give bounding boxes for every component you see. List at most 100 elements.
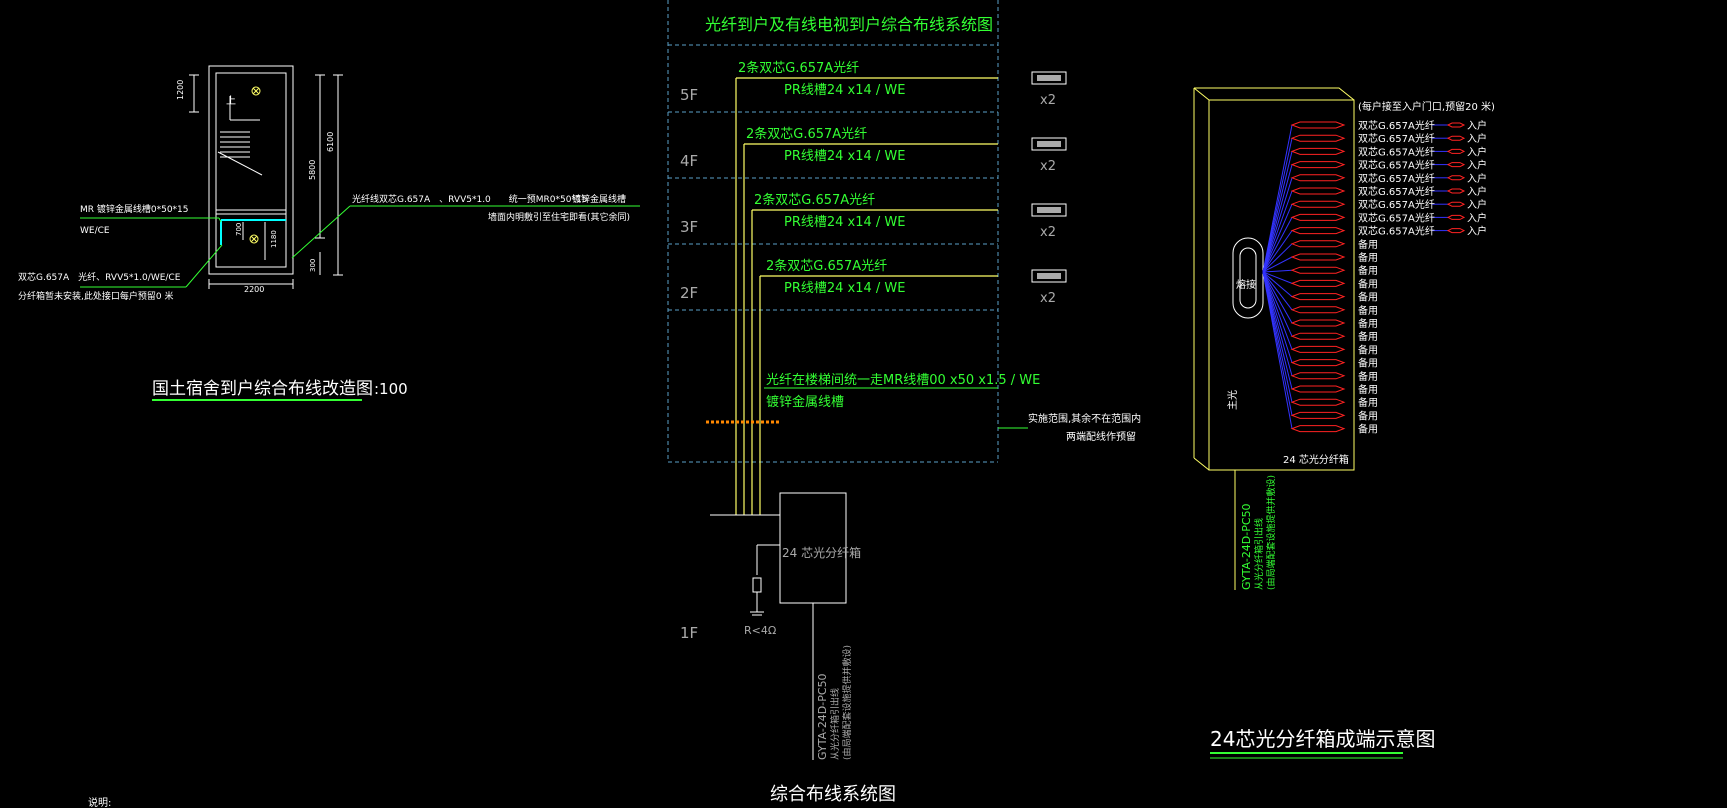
floor-plan-drawing: 1200 5800 6100 700 1180 300 2200 上 MR 镀锌… [18, 65, 640, 401]
fiber-line [1262, 269, 1293, 273]
connector-icon [1290, 187, 1346, 195]
fiber-row-label: 双芯G.657A光纤 [1358, 159, 1435, 172]
floor-label: 3F [680, 218, 698, 236]
connector-icon [1290, 227, 1346, 235]
fiber-row-label: 双芯G.657A光纤 [1358, 172, 1435, 185]
box-label: 24 芯光分纤箱 [1283, 453, 1349, 466]
connector-icon [1446, 214, 1466, 220]
fiber-line [1262, 271, 1293, 337]
stair-treads [217, 96, 263, 176]
fiber-row-label: 双芯G.657A光纤 [1358, 185, 1435, 198]
connector-icon [1290, 200, 1346, 208]
ruhu-label: 入户 [1467, 198, 1487, 211]
connector-icon [1446, 175, 1466, 181]
lamp-icon [249, 234, 259, 244]
socket-icon [1031, 71, 1067, 85]
mr-tray-label: MR 镀锌金属线槽0*50*15 [80, 203, 189, 215]
connector-icon [1290, 411, 1346, 419]
floor-duct-label: PR线槽24 x14 / WE [784, 83, 906, 98]
fiber-row-label: 双芯G.657A光纤 [1358, 225, 1435, 238]
wall-note: 墙面内明敷引至住宅即看(其它余同) [488, 211, 630, 223]
tray-label: 镀锌金属线槽 [572, 193, 626, 205]
ruhu-label: 入户 [1467, 225, 1487, 238]
dim-300: 300 [309, 259, 317, 272]
connector-icon [1446, 201, 1466, 207]
connector-icon [1290, 332, 1346, 340]
dim-6100: 6100 [326, 132, 335, 152]
spare-label: 备用 [1358, 409, 1378, 422]
spare-label: 备用 [1358, 291, 1378, 304]
socket-count: x2 [1040, 159, 1056, 174]
fiber-row-label: 双芯G.657A光纤 [1358, 119, 1435, 132]
center-cable-label-2: 从光分纤箱引出线 [829, 688, 841, 760]
spare-label: 备用 [1358, 383, 1378, 396]
floor-duct-label: PR线槽24 x14 / WE [784, 149, 906, 164]
connector-icon [1446, 162, 1466, 168]
fiber-row-label: 双芯G.657A光纤 [1358, 198, 1435, 211]
splice-loop [1232, 237, 1264, 319]
fiber-note-2: 分纤箱暂未安装,此处接口每户预留0 米 [18, 290, 173, 302]
building-outline [667, 0, 999, 463]
fiber-row-label: 双芯G.657A光纤 [1358, 132, 1435, 145]
dim-5800: 5800 [308, 160, 317, 180]
spare-label: 备用 [1358, 264, 1378, 277]
plan-title: 国土宿舍到户综合布线改造图 [152, 379, 373, 399]
fiber-line [1262, 271, 1293, 376]
spare-label: 备用 [1358, 396, 1378, 409]
fiber-line [1262, 230, 1293, 273]
fiber-line [1262, 271, 1293, 363]
fiber-line [1262, 151, 1293, 273]
connector-icon [1290, 253, 1346, 261]
fiber-row-label: 双芯G.657A光纤 [1358, 145, 1435, 158]
connector-icon [1446, 188, 1466, 194]
socket-icon [1031, 203, 1067, 217]
connector-icon [1290, 319, 1346, 327]
fiber-line [1262, 204, 1293, 273]
fiber-line [1262, 271, 1293, 429]
spare-label: 备用 [1358, 343, 1378, 356]
socket-icon [1031, 269, 1067, 283]
right-title: 24芯光分纤箱成端示意图 [1210, 727, 1435, 751]
ruhu-label: 入户 [1467, 132, 1487, 145]
floor-label: 2F [680, 284, 698, 302]
floor-fiber-label: 2条双芯G.657A光纤 [766, 258, 887, 274]
ruhu-label: 入户 [1467, 211, 1487, 224]
ruhu-label: 入户 [1467, 185, 1487, 198]
system-diagram: 光纤到户及有线电视到户综合布线系统图 5F 2条双芯G.657A光纤 PR线槽2… [667, 0, 1141, 805]
connector-icon [1290, 147, 1346, 155]
dimension-lines [189, 74, 343, 289]
ground-resistance: R<4Ω [744, 624, 776, 637]
spare-label: 备用 [1358, 330, 1378, 343]
connector-icon [1290, 240, 1346, 248]
connector-icon [1290, 174, 1346, 182]
fiber-line [1262, 243, 1293, 273]
socket-icon [1031, 137, 1067, 151]
connector-icon [1290, 161, 1346, 169]
connector-icon [1290, 398, 1346, 406]
spare-label: 备用 [1358, 370, 1378, 383]
scope-note-2: 两端配线作预留 [1066, 430, 1136, 443]
stair-tray-note-2: 镀锌金属线槽 [766, 394, 844, 410]
fiber-line [1262, 271, 1293, 350]
ruhu-label: 入户 [1467, 159, 1487, 172]
spare-label: 备用 [1358, 238, 1378, 251]
right-cable-label-3: (由局端配套设施提供并敷设) [1265, 475, 1277, 590]
connector-icon [1290, 385, 1346, 393]
plan-scale: :100 [374, 380, 408, 398]
center-cable-label-3: (由局端配套设施提供并敷设) [841, 645, 853, 760]
ruhu-label: 入户 [1467, 145, 1487, 158]
connector-icon [1290, 134, 1346, 142]
fiber-line [1262, 271, 1293, 284]
footer-note: 说明: [88, 796, 111, 808]
floor-5: 5F 2条双芯G.657A光纤 PR线槽24 x14 / WE x2 [680, 60, 1067, 108]
connector-icon [1446, 228, 1466, 234]
right-cable-label-1: GYTA-24D-PC50 [1240, 503, 1253, 590]
spare-label: 备用 [1358, 251, 1378, 264]
floor-4: 4F 2条双芯G.657A光纤 PR线槽24 x14 / WE x2 [680, 126, 1067, 174]
fiber-row-label: 双芯G.657A光纤 [1358, 211, 1435, 224]
fiber-line [1262, 190, 1293, 273]
dim-2200: 2200 [244, 285, 264, 294]
floor-label: 4F [680, 152, 698, 170]
lamp-icon [251, 86, 261, 96]
connector-icon [1290, 359, 1346, 367]
